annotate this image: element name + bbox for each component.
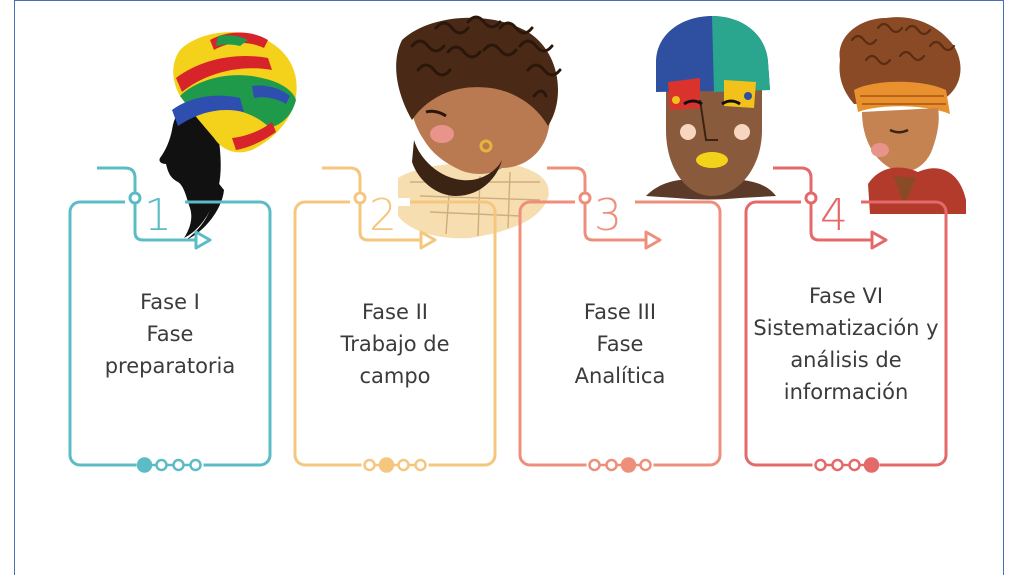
phase-label-line: Fase (146, 322, 194, 346)
connector-line (322, 166, 362, 198)
phase-number: 2 (369, 190, 397, 241)
phase-label-line: información (783, 380, 909, 404)
progress-dot (414, 458, 427, 472)
face-paint-illustration (646, 16, 776, 200)
progress-dot (155, 458, 168, 472)
phase-label-line: Sistematización y (753, 316, 939, 340)
phase-label-line: Fase I (140, 290, 200, 314)
connector-arrow-line (358, 202, 423, 242)
progress-dot (814, 458, 827, 472)
progress-dots (136, 457, 204, 473)
progress-dot (397, 458, 410, 472)
connector-arrow-line (809, 202, 874, 242)
phase-label-line: Fase III (583, 300, 657, 324)
phase-label-2: Fase II Trabajo de campo (295, 296, 495, 392)
progress-dot (639, 458, 652, 472)
phase-label-4: Fase VI Sistematización y análisis de infor… (746, 280, 946, 408)
diagram-frame (14, 0, 1004, 575)
progress-dot-active (863, 457, 880, 473)
connector-arrowhead (419, 230, 437, 250)
phase-label-line: campo (359, 364, 431, 388)
phase-label-line: preparatoria (104, 354, 236, 378)
phase-label-line: Fase (596, 332, 644, 356)
phases-layer: 1 2 3 4 (68, 166, 948, 473)
phase-box-gap (350, 198, 410, 206)
phase-label-line: Trabajo de (340, 332, 450, 356)
phase-card-2: 2 (293, 166, 497, 473)
phase-box-gap (575, 198, 635, 206)
connector-line (547, 166, 587, 198)
progress-dot-active (378, 457, 395, 473)
phase-label-line: Fase II (362, 300, 428, 324)
phase-card-4: 4 (744, 166, 948, 473)
progress-dots (586, 457, 654, 473)
connector-arrow-line (583, 202, 648, 242)
phase-label-line: Analítica (574, 364, 666, 388)
man-curly-hair-illustration (396, 15, 562, 239)
connector-knot (353, 191, 367, 205)
phase-card-3: 3 (518, 166, 722, 473)
connector-knot (804, 191, 818, 205)
connector-knot (578, 191, 592, 205)
phase-box-gap (125, 198, 185, 206)
phase-number: 1 (144, 190, 172, 241)
woman-afro-illustration (839, 17, 966, 214)
connector-arrowhead (644, 230, 662, 250)
phase-card-1: 1 (68, 166, 272, 473)
progress-dot (172, 458, 185, 472)
connector-knot (128, 191, 142, 205)
phase-label-line: análisis de (790, 348, 902, 372)
progress-dot (189, 458, 202, 472)
woman-headwrap-illustration (159, 32, 297, 240)
connector-arrowhead (194, 230, 212, 250)
progress-dots (361, 457, 429, 473)
progress-dots (812, 457, 880, 473)
progress-dot (848, 458, 861, 472)
phase-box-gap (801, 198, 861, 206)
progress-dot (605, 458, 618, 472)
connector-line (773, 166, 813, 198)
progress-dot-active (620, 457, 637, 473)
progress-dot (831, 458, 844, 472)
connector-arrow-line (133, 202, 198, 242)
phase-label-1: Fase I Fase preparatoria (70, 286, 270, 382)
connector-arrowhead (870, 230, 888, 250)
connector-line (97, 166, 137, 198)
phase-label-line: Fase VI (808, 284, 884, 308)
progress-dot (588, 458, 601, 472)
phase-number: 4 (820, 190, 848, 241)
progress-dot (363, 458, 376, 472)
progress-dot-active (136, 457, 153, 473)
phase-number: 3 (594, 190, 622, 241)
